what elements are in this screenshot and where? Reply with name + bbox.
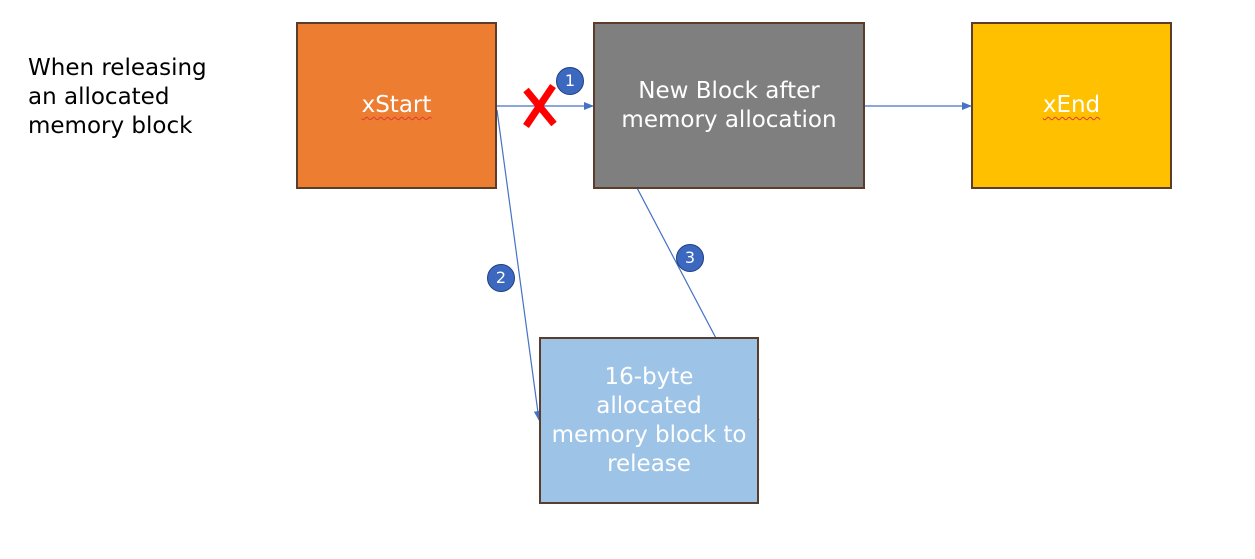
caption-line-2: an allocated xyxy=(28,84,170,110)
new-block-line-2: memory allocation xyxy=(621,106,837,133)
xstart-text: xStart xyxy=(361,92,432,118)
new-block-label: New Block after memory allocation xyxy=(621,77,836,135)
new-block: New Block after memory allocation xyxy=(593,22,865,189)
xend-block: xEnd xyxy=(971,22,1172,189)
diagram-caption: When releasing an allocated memory block xyxy=(28,54,248,141)
x-cross-icon xyxy=(523,84,557,128)
arrow-xstart-to-release xyxy=(496,109,542,421)
step-badge-1: 1 xyxy=(556,67,584,95)
xstart-block: xStart xyxy=(296,22,497,189)
xend-label: xEnd xyxy=(1043,91,1100,120)
xstart-label: xStart xyxy=(362,91,432,120)
step-badge-3: 3 xyxy=(676,244,704,272)
caption-line-1: When releasing xyxy=(28,55,207,81)
release-block-label: 16-byte allocated memory block to releas… xyxy=(552,363,747,479)
caption-line-3: memory block xyxy=(28,113,193,139)
step-badge-2: 2 xyxy=(487,264,515,292)
xend-text: xEnd xyxy=(1042,92,1101,118)
release-block: 16-byte allocated memory block to releas… xyxy=(539,337,759,504)
new-block-line-1: New Block after xyxy=(638,77,820,104)
release-line-3: memory block to xyxy=(551,421,747,448)
release-line-2: allocated xyxy=(596,392,702,419)
release-line-4: release xyxy=(607,450,691,477)
release-line-1: 16-byte xyxy=(604,363,694,390)
